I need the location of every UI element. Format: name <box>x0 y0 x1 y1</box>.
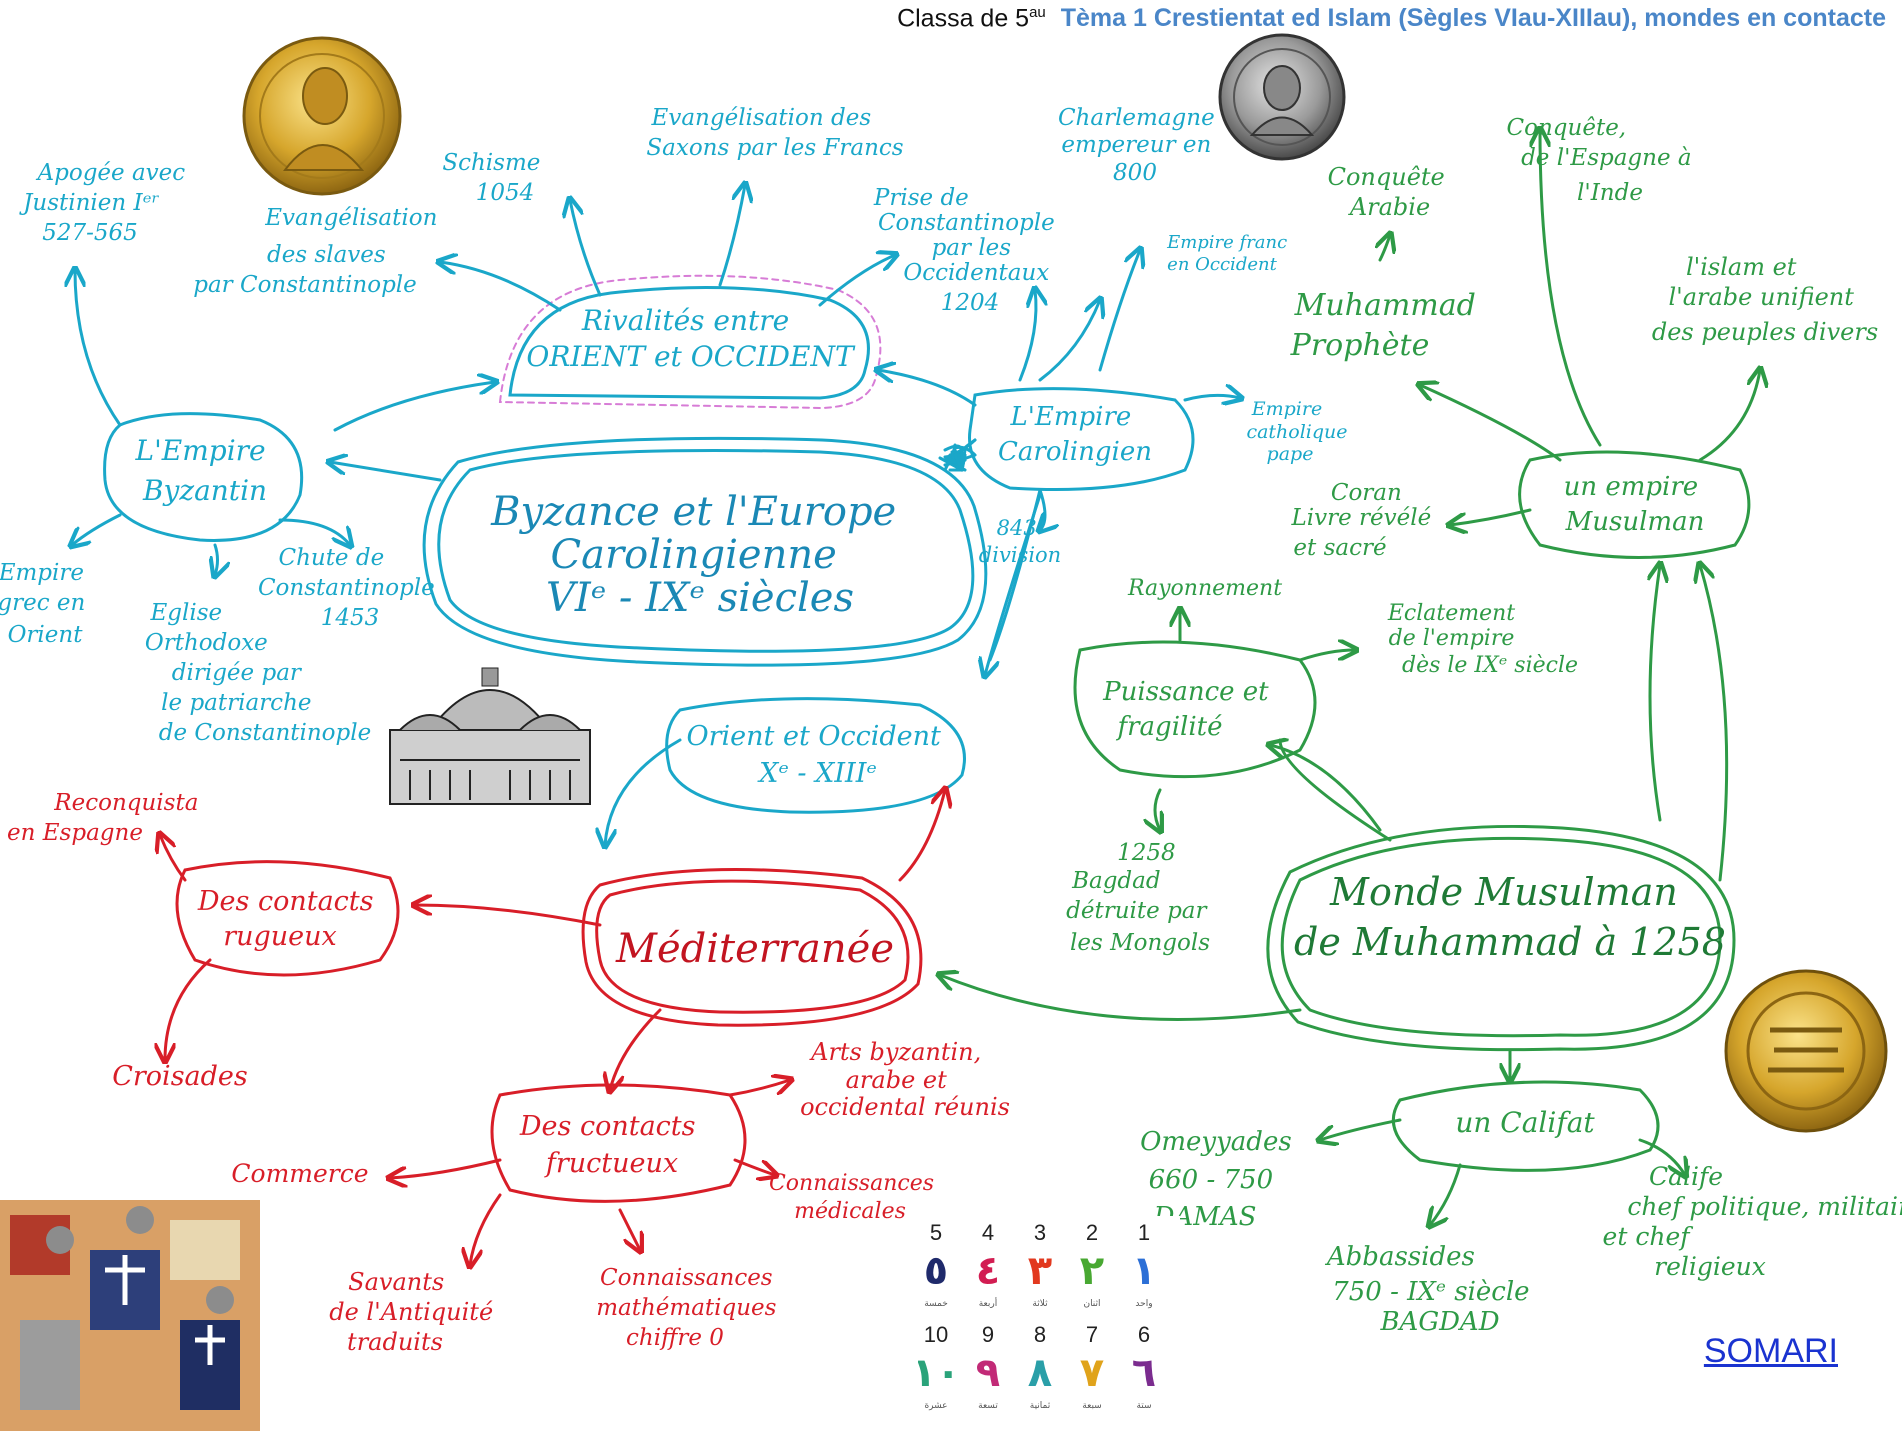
digits-bottom-western-digit: 7 <box>1086 1322 1098 1347</box>
digits-bottom-arabic-digit: ٧ <box>1080 1350 1104 1396</box>
empire-musulman-bubble <box>1518 450 1751 559</box>
orient-occident-label: Orient et Occident Xᵉ - XIIIᵉ <box>687 721 950 789</box>
arabic-numerals-chart: 5 ٥ خمسة 4 ٤ أربعة 3 ٣ ثلاثة 2 ٢ اثنان 1 ١ واحد 10 ١٠ عشر… <box>912 1216 1180 1428</box>
digits-bottom-arabic-word: عشرة <box>924 1401 947 1411</box>
carolingian-silver-coin-image <box>1218 33 1346 161</box>
empire-byzantin-bubble <box>103 412 304 542</box>
conquete-arabie-label: Conquête Arabie <box>1328 163 1453 221</box>
orient-occident-bubble <box>665 697 966 814</box>
empire-grec-label: Empire grec en Orient <box>0 560 93 648</box>
muhammad-label: Muhammad Prophète <box>1290 288 1486 363</box>
califat-label: un Califat <box>1455 1106 1595 1139</box>
arts-label: Arts byzantin, arabe et occidental réuni… <box>800 1038 1010 1121</box>
somari-link[interactable]: SOMARI <box>1703 1332 1838 1370</box>
califat-bubble <box>1391 1080 1660 1172</box>
mediterranee-center-label: Méditerranée <box>615 926 894 972</box>
rivalite-bubble <box>508 286 870 400</box>
conquete-espagne-label: Conquête, de l'Espagne à l'Inde <box>1507 115 1699 206</box>
digits-top-arabic-digit: ٤ <box>976 1248 1000 1294</box>
apogee-label: Apogée avec Justinien Iᵉʳ 527-565 <box>19 160 192 246</box>
islamic-dinar-coin-image <box>1724 969 1888 1133</box>
digits-top-arabic-word: واحد <box>1135 1299 1152 1309</box>
rugueux-bubble <box>175 860 400 977</box>
digits-bottom-arabic-word: ثمانية <box>1030 1401 1051 1411</box>
digits-bottom-arabic-digit: ٦ <box>1132 1350 1156 1396</box>
islam-arabe-label: l'islam et l'arabe unifient des peuples … <box>1652 253 1878 346</box>
digits-bottom-western-digit: 8 <box>1034 1322 1046 1347</box>
byzance-center-bubble <box>437 448 975 653</box>
evang-saxons-label: Evangélisation des Saxons par les Francs <box>646 105 903 161</box>
medicales-label: Connaissances médicales <box>769 1171 941 1224</box>
byzance-center-label: Byzance et l'Europe Carolingienne VIᵉ - … <box>490 489 909 621</box>
empire-carolingien-bubble <box>968 387 1195 492</box>
digits-bottom-arabic-digit: ١٠ <box>918 1350 960 1396</box>
math-label: Connaissances mathématiques chiffre 0 <box>596 1265 784 1351</box>
empire-franc-label: Empire franc en Occident <box>1166 232 1293 275</box>
digits-top-western-digit: 1 <box>1138 1220 1150 1245</box>
empire-musulman-label: un empire Musulman <box>1564 472 1707 537</box>
charlemagne-label: Charlemagne empereur en 800 <box>1058 105 1222 186</box>
class-label: Classa de 5 <box>897 4 1030 33</box>
byzantine-gold-coin-image <box>242 36 402 196</box>
coran-label: Coran Livre révélé et sacré <box>1290 480 1438 561</box>
rugueux-label: Des contacts rugueux <box>197 886 382 952</box>
arabic-numerals-grid: 5 ٥ خمسة 4 ٤ أربعة 3 ٣ ثلاثة 2 ٢ اثنان 1 ١ واحد 10 ١٠ عشر… <box>912 1220 1157 1411</box>
calife-label: Calife chef politique, militaire et chef… <box>1603 1162 1902 1281</box>
islam-center-label: Monde Musulman de Muhammad à 1258 <box>1294 870 1726 964</box>
division-label: 843 division <box>979 516 1061 567</box>
digits-bottom-arabic-word: سبعة <box>1082 1401 1101 1411</box>
digits-top-arabic-word: ثلاثة <box>1032 1299 1048 1309</box>
digits-bottom-western-digit: 10 <box>924 1322 948 1347</box>
digits-top-western-digit: 4 <box>982 1220 994 1245</box>
class-superscript: au <box>1029 4 1046 21</box>
evang-slaves-label: Evangélisation des slaves par Constantin… <box>193 205 444 298</box>
reconquista-label: Reconquista en Espagne <box>7 790 206 846</box>
croisades-label: Croisades <box>112 1061 248 1092</box>
savants-label: Savants de l'Antiquité traduits <box>329 1268 501 1356</box>
digits-bottom-arabic-word: تسعة <box>978 1401 998 1411</box>
schisme-label: Schisme 1054 <box>442 150 547 206</box>
digits-top-arabic-digit: ٥ <box>924 1248 948 1294</box>
empire-catholique-label: Empire catholique pape <box>1246 398 1353 465</box>
digits-top-western-digit: 3 <box>1034 1220 1046 1245</box>
empire-byzantin-label: L'Empire Byzantin <box>134 434 274 507</box>
commerce-label: Commerce <box>231 1159 368 1188</box>
digits-top-arabic-word: أربعة <box>979 1297 998 1309</box>
mediterranee-center-bubble <box>595 879 910 1014</box>
hagia-sophia-drawing-image <box>389 667 591 805</box>
islam-center-bubble <box>1280 836 1722 1038</box>
fructueux-bubble <box>490 1083 747 1203</box>
digits-top-arabic-digit: ٣ <box>1028 1248 1052 1294</box>
theme-title: Tèma 1 Crestientat ed Islam (Sègles VIau… <box>1060 4 1886 33</box>
page-header: Classa de 5au Tèma 1 Crestientat ed Isla… <box>897 4 1886 33</box>
digits-top-western-digit: 2 <box>1086 1220 1098 1245</box>
puissance-label: Puissance et fragilité <box>1102 677 1277 742</box>
fructueux-label: Des contacts fructueux <box>519 1111 704 1179</box>
eclatement-label: Eclatement de l'empire dès le IXᵉ siècle <box>1387 601 1578 678</box>
rivalite-label: Rivalités entre ORIENT et OCCIDENT <box>526 304 856 373</box>
digits-bottom-arabic-digit: ٨ <box>1028 1350 1052 1396</box>
puissance-bubble <box>1073 640 1317 779</box>
digits-bottom-arabic-digit: ٩ <box>976 1350 1000 1396</box>
digits-bottom-western-digit: 9 <box>982 1322 994 1347</box>
digits-top-arabic-word: خمسة <box>924 1299 948 1309</box>
digits-bottom-arabic-word: ستة <box>1136 1401 1151 1411</box>
abbassides-label: Abbassides 750 - IXᵉ siècle BAGDAD <box>1325 1242 1538 1337</box>
chute-constantinople-label: Chute de Constantinople 1453 <box>258 545 442 631</box>
digits-top-arabic-digit: ١ <box>1132 1248 1156 1294</box>
prise-constantinople-label: Prise de Constantinople par les Occident… <box>873 185 1062 316</box>
digits-top-arabic-word: اثنان <box>1083 1299 1100 1309</box>
crusaders-miniature-image <box>0 1200 260 1431</box>
eglise-orthodoxe-label: Eglise Orthodoxe dirigée par le patriarc… <box>145 600 371 746</box>
digits-top-western-digit: 5 <box>930 1220 942 1245</box>
digits-bottom-western-digit: 6 <box>1138 1322 1150 1347</box>
digits-top-arabic-digit: ٢ <box>1080 1248 1104 1294</box>
empire-carolingien-label: L'Empire Carolingien <box>998 402 1152 467</box>
omeyyades-label: Omeyyades 660 - 750 DAMAS <box>1140 1127 1300 1232</box>
rayonnement-label: Rayonnement <box>1127 576 1282 601</box>
bagdad-1258-label: 1258 Bagdad détruite par les Mongols <box>1066 840 1214 956</box>
